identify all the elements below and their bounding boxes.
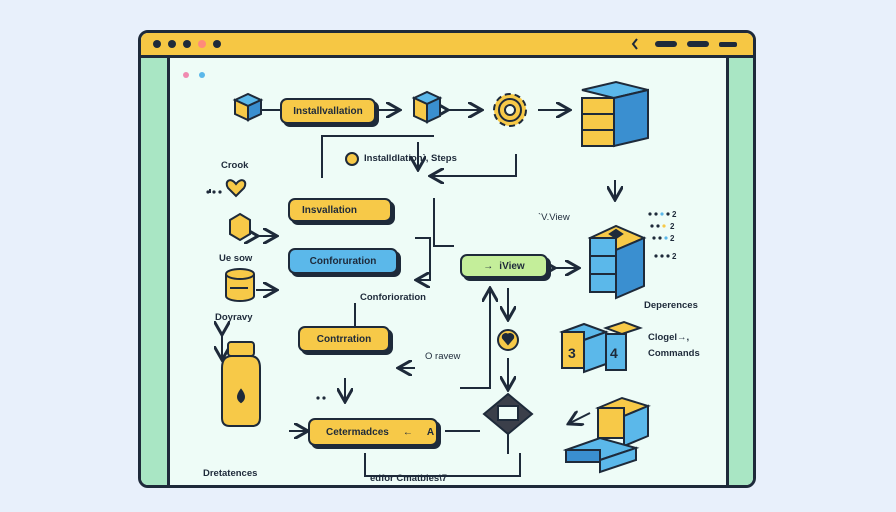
diagram-connectors: 3 4 <box>183 72 670 477</box>
titlebar-controls <box>631 38 737 50</box>
edfor-label: edfor Cmatbles\7 <box>370 473 448 484</box>
connector-line <box>460 298 491 389</box>
left-sidebar <box>141 58 170 485</box>
node-installation-mid[interactable]: Insvallation <box>288 198 392 222</box>
chevron-left-icon <box>631 38 638 50</box>
node-iview[interactable]: → iView <box>460 254 548 278</box>
installation-steps-label: Installdlation`, Steps <box>364 153 457 164</box>
hexagon-icon <box>229 212 251 242</box>
cube-icon <box>411 90 443 124</box>
node-suffix-label: A <box>426 426 435 438</box>
database-icon <box>587 224 647 300</box>
connector-icon <box>482 392 534 454</box>
diagram-canvas: 3 4 <box>170 58 726 485</box>
box-glyph: 4 <box>610 345 618 361</box>
node-contrration[interactable]: Contrration <box>298 326 390 352</box>
right-sidebar <box>726 58 753 485</box>
node-label: Insvallation <box>302 204 358 216</box>
window-dot-icon[interactable] <box>213 40 221 48</box>
pink-dot-icon <box>183 72 189 78</box>
connector-arrow <box>570 413 591 423</box>
clogel-label: Clogel→, <box>648 332 690 343</box>
node-configuration[interactable]: Conforuration <box>288 248 398 274</box>
doyravy-label: Doyravy <box>215 312 253 323</box>
heart-badge-icon <box>497 329 519 351</box>
window-dot-icon[interactable] <box>183 40 191 48</box>
server-stack-icon <box>581 80 649 148</box>
step-dot-icon <box>345 152 359 166</box>
window-dot-icon[interactable] <box>153 40 161 48</box>
toggle-icon <box>655 41 677 47</box>
vview-label: `V.View <box>538 212 570 223</box>
back-arrow-icon: ← <box>402 426 413 438</box>
node-label: Cetermadces <box>326 426 389 438</box>
node-label: iView <box>499 260 525 272</box>
node-label: Conforuration <box>309 255 377 267</box>
node-installation-top[interactable]: Installvallation <box>280 98 376 124</box>
connector-line <box>321 135 434 178</box>
connector-arrow <box>432 154 517 176</box>
title-bar <box>141 33 753 58</box>
cube-icon <box>232 92 264 122</box>
window-dot-icon[interactable] <box>168 40 176 48</box>
books-icon <box>562 396 651 474</box>
o-ravew-label: O ravew <box>425 351 461 362</box>
blue-dot-icon <box>199 72 205 78</box>
crook-label: Crook <box>221 160 249 171</box>
connector-line <box>364 453 521 477</box>
conforioration-label: Conforioration <box>360 292 426 303</box>
commands-label: Commands <box>648 348 700 359</box>
boxes-icon <box>559 320 643 374</box>
toggle-icon <box>687 41 709 47</box>
deperences-label: Deperences <box>644 300 698 311</box>
connector-arrow <box>415 237 431 280</box>
cylinder-icon <box>225 268 255 302</box>
mini-label: 2 <box>670 234 675 243</box>
ue-sow-label: Ue sow <box>219 253 253 264</box>
arrow-right-icon: → <box>483 260 494 272</box>
mini-label: 2 <box>672 252 677 261</box>
bottle-icon <box>221 341 261 427</box>
box-glyph: 3 <box>568 345 576 361</box>
window-dot-icon[interactable] <box>198 40 206 48</box>
node-cetermadces[interactable]: Cetermadces ← A <box>308 418 438 446</box>
heart-icon <box>225 179 247 198</box>
app-window: 3 4 <box>138 30 756 488</box>
mini-label: 2 <box>670 222 675 231</box>
node-label: Contrration <box>316 333 372 345</box>
connector-line <box>433 198 454 247</box>
mini-label: 2 <box>672 210 677 219</box>
dretatences-label: Dretatences <box>203 468 258 479</box>
node-label: Installvallation <box>293 105 363 117</box>
minimize-icon <box>719 42 737 47</box>
gear-icon <box>493 93 527 127</box>
